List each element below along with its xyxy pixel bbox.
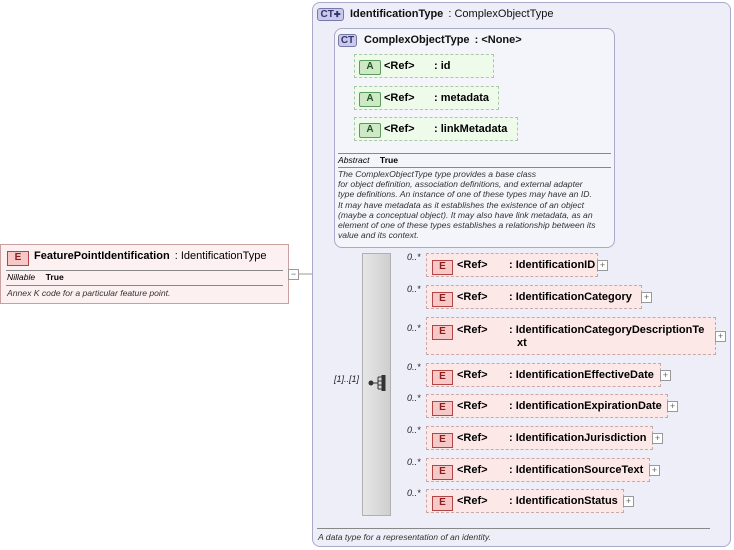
element-identificationjurisdiction[interactable]: E <Ref> : IdentificationJurisdiction — [426, 426, 653, 450]
complex-type-base: : <None> — [474, 34, 522, 46]
divider — [338, 167, 611, 168]
doc-line: element of one of these types establishe… — [338, 220, 596, 231]
sequence-icon — [368, 375, 386, 391]
doc-line: value and its context. — [338, 230, 419, 241]
expand-toggle[interactable]: + — [649, 465, 660, 476]
element-identificationeffectivedate[interactable]: E <Ref> : IdentificationEffectiveDate — [426, 363, 661, 387]
divider — [317, 528, 710, 529]
attribute-ref: <Ref> — [384, 60, 415, 72]
attribute-name: : id — [434, 60, 451, 72]
element-badge: E — [432, 370, 453, 385]
element-ref: <Ref> — [457, 291, 488, 303]
attribute-name: : linkMetadata — [434, 123, 508, 135]
element-name: : IdentificationSourceText — [509, 464, 644, 476]
attribute-ref: <Ref> — [384, 123, 415, 135]
element-cardinality: 0..* — [407, 323, 421, 333]
element-identificationcategorydescriptionte[interactable]: E <Ref> : IdentificationCategoryDescriptio… — [426, 317, 716, 355]
element-badge: E — [432, 325, 453, 340]
expand-toggle[interactable]: + — [641, 292, 652, 303]
sequence-compositor[interactable] — [362, 253, 391, 516]
element-cardinality: 0..* — [407, 252, 421, 262]
complex-type-name: IdentificationType — [350, 8, 444, 20]
element-cardinality: 0..* — [407, 362, 421, 372]
abstract-value: True — [379, 155, 399, 165]
element-name: : IdentificationJurisdiction — [509, 432, 647, 444]
complex-type-name: ComplexObjectType — [364, 34, 470, 46]
divider — [6, 270, 283, 271]
element-badge: E — [432, 433, 453, 448]
doc-line: (maybe a conceptual object). It may also… — [338, 209, 593, 220]
expand-toggle[interactable]: + — [667, 401, 678, 412]
element-badge: E — [432, 465, 453, 480]
element-name: : IdentificationEffectiveDate — [509, 369, 654, 381]
element-badge: E — [432, 496, 453, 511]
sequence-cardinality: [1]..[1] — [334, 374, 360, 384]
nillable-value: True — [45, 272, 64, 282]
element-identificationexpirationdate[interactable]: E <Ref> : IdentificationExpirationDate — [426, 394, 668, 418]
collapse-toggle[interactable]: − — [288, 269, 299, 280]
element-ref: <Ref> — [457, 495, 488, 507]
doc-line: type definitions. An instance of one of … — [338, 189, 592, 200]
attribute-name: : metadata — [434, 92, 490, 104]
attribute-badge: A — [359, 92, 381, 107]
element-ref: <Ref> — [457, 369, 488, 381]
element-badge: E — [432, 260, 453, 275]
complex-type-badge: CT✚ — [317, 8, 344, 21]
element-ref: <Ref> — [457, 432, 488, 444]
doc-line: It may have metadata as it establishes t… — [338, 199, 585, 210]
expand-toggle[interactable]: + — [623, 496, 634, 507]
root-element-box[interactable]: E FeaturePointIdentification : Identific… — [0, 244, 289, 304]
element-cardinality: 0..* — [407, 393, 421, 403]
complex-type-badge: CT — [338, 34, 357, 47]
expand-arrow-icon: ✚ — [333, 10, 341, 19]
attribute-id[interactable]: A <Ref> : id — [354, 54, 494, 78]
element-name: : IdentificationCategoryDescriptionTe — [509, 324, 705, 336]
element-cardinality: 0..* — [407, 488, 421, 498]
attribute-badge: A — [359, 60, 381, 75]
element-badge: E — [432, 292, 453, 307]
element-ref: <Ref> — [457, 464, 488, 476]
element-name: : IdentificationExpirationDate — [509, 400, 662, 412]
element-ref: <Ref> — [457, 324, 488, 336]
element-badge: E — [7, 251, 29, 266]
element-name-continued: xt — [517, 337, 527, 349]
element-name: : IdentificationID — [509, 259, 596, 271]
attribute-linkmetadata[interactable]: A <Ref> : linkMetadata — [354, 117, 518, 141]
attribute-badge: A — [359, 123, 381, 138]
element-cardinality: 0..* — [407, 425, 421, 435]
element-name: : IdentificationCategory — [509, 291, 632, 303]
attribute-ref: <Ref> — [384, 92, 415, 104]
expand-toggle[interactable]: + — [597, 260, 608, 271]
element-cardinality: 0..* — [407, 284, 421, 294]
complex-type-documentation: The ComplexObjectType type provides a ba… — [338, 169, 596, 240]
root-documentation: Annex K code for a particular feature po… — [7, 288, 171, 298]
element-ref: <Ref> — [457, 259, 488, 271]
doc-line: The ComplexObjectType type provides a ba… — [338, 169, 537, 179]
element-ref: <Ref> — [457, 400, 488, 412]
nillable-label: Nillable — [7, 272, 36, 282]
element-cardinality: 0..* — [407, 457, 421, 467]
complex-type-base: : ComplexObjectType — [448, 8, 554, 20]
expand-toggle[interactable]: + — [715, 331, 726, 342]
element-name: : IdentificationStatus — [509, 495, 618, 507]
divider — [6, 285, 283, 286]
element-identificationstatus[interactable]: E <Ref> : IdentificationStatus — [426, 489, 624, 513]
expand-toggle[interactable]: + — [652, 433, 663, 444]
complex-type-documentation: A data type for a representation of an i… — [318, 532, 491, 542]
doc-line: for object definition, association defin… — [338, 179, 583, 190]
element-badge: E — [432, 401, 453, 416]
divider — [338, 153, 611, 154]
abstract-label: Abstract — [338, 155, 370, 165]
element-identificationcategory[interactable]: E <Ref> : IdentificationCategory — [426, 285, 642, 309]
root-element-name: FeaturePointIdentification — [34, 250, 170, 262]
root-element-type: : IdentificationType — [174, 250, 267, 262]
attribute-metadata[interactable]: A <Ref> : metadata — [354, 86, 499, 110]
expand-toggle[interactable]: + — [660, 370, 671, 381]
element-identificationsourcetext[interactable]: E <Ref> : IdentificationSourceText — [426, 458, 650, 482]
element-identificationid[interactable]: E <Ref> : IdentificationID — [426, 253, 598, 277]
